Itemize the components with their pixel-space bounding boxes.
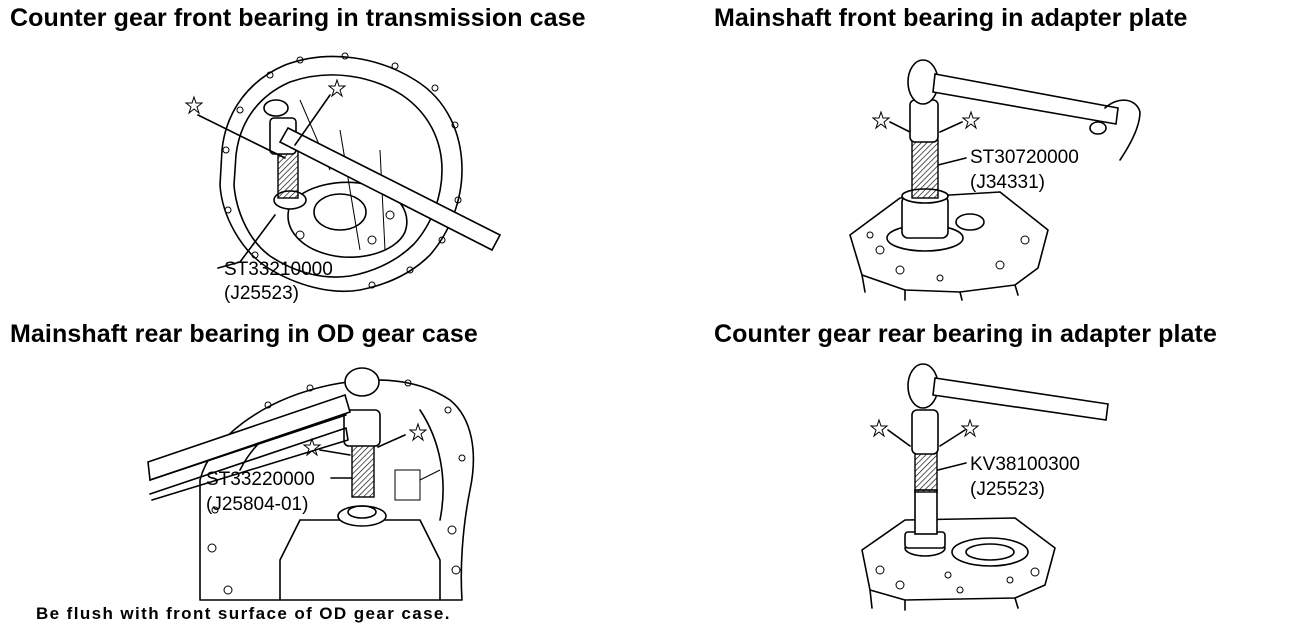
adapter-plate-drawing-bottom [861,363,1109,611]
tool-alt-number: (J25523) [224,283,299,304]
figure-title: Mainshaft front bearing in adapter plate [714,4,1188,32]
figure-title: Mainshaft rear bearing in OD gear case [10,320,478,348]
figure-title: Counter gear rear bearing in adapter pla… [714,320,1217,348]
adapter-plate-drawing-top [849,59,1141,301]
tool-alt-number: (J25804-01) [206,494,309,515]
tool-part-number: KV38100300 [970,454,1080,475]
installation-note: Be flush with front surface of OD gear c… [36,604,451,623]
transmission-case-drawing [184,52,502,293]
tool-part-number: ST33220000 [206,469,315,490]
figure-title: Counter gear front bearing in transmissi… [10,4,586,32]
tool-alt-number: (J34331) [970,172,1045,193]
tool-part-number: ST30720000 [970,147,1079,168]
tool-part-number: ST33210000 [224,259,333,280]
od-gear-case-drawing [147,367,475,601]
tool-alt-number: (J25523) [970,479,1045,500]
